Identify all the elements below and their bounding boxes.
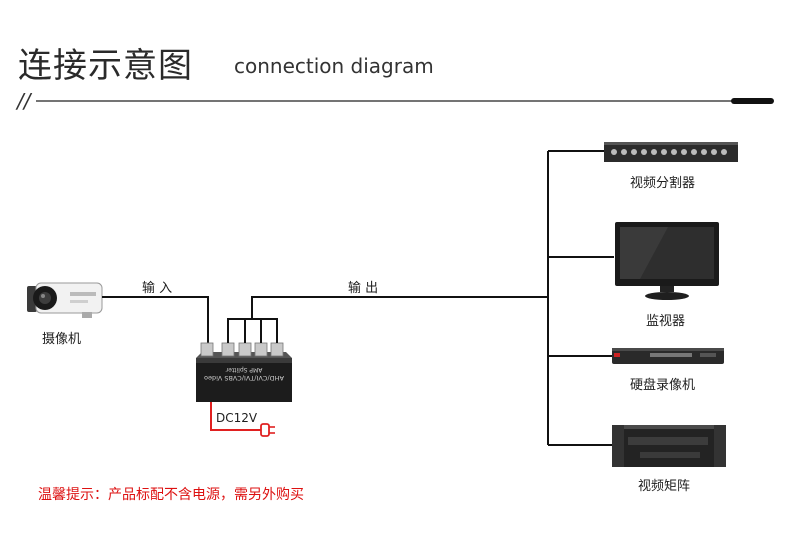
camera-label: 摄像机 <box>42 332 82 347</box>
dvr-icon <box>612 348 724 364</box>
power-plug-icon <box>260 423 275 437</box>
page-subtitle: connection diagram <box>234 54 434 78</box>
video-splitter-device-icon <box>604 142 738 162</box>
input-label: 输 入 <box>142 281 173 296</box>
monitor-icon <box>615 222 719 300</box>
splitter-device-icon <box>196 342 292 402</box>
output-label: 输 出 <box>348 281 379 296</box>
output-connection-line <box>251 296 548 319</box>
camera-icon <box>27 282 103 318</box>
port-bus-line <box>227 318 278 343</box>
video-matrix-icon <box>612 425 726 467</box>
power-line <box>210 402 262 431</box>
output-label-video-splitter: 视频分割器 <box>630 176 696 191</box>
splitter-text-2: AMP Splitter <box>225 366 262 373</box>
input-connection-line <box>102 296 209 347</box>
output-label-monitor: 监视器 <box>646 314 686 329</box>
page-title: 连接示意图 <box>18 46 193 86</box>
power-supply-note: 温馨提示：产品标配不含电源，需另外购买 <box>38 487 304 503</box>
power-label: DC12V <box>216 411 258 425</box>
splitter-text-1: AHD/CVI/TVI/CVBS Video <box>204 374 284 382</box>
header-slashes: // <box>17 89 31 113</box>
output-label-dvr: 硬盘录像机 <box>630 378 696 393</box>
output-label-video-matrix: 视频矩阵 <box>638 479 691 494</box>
